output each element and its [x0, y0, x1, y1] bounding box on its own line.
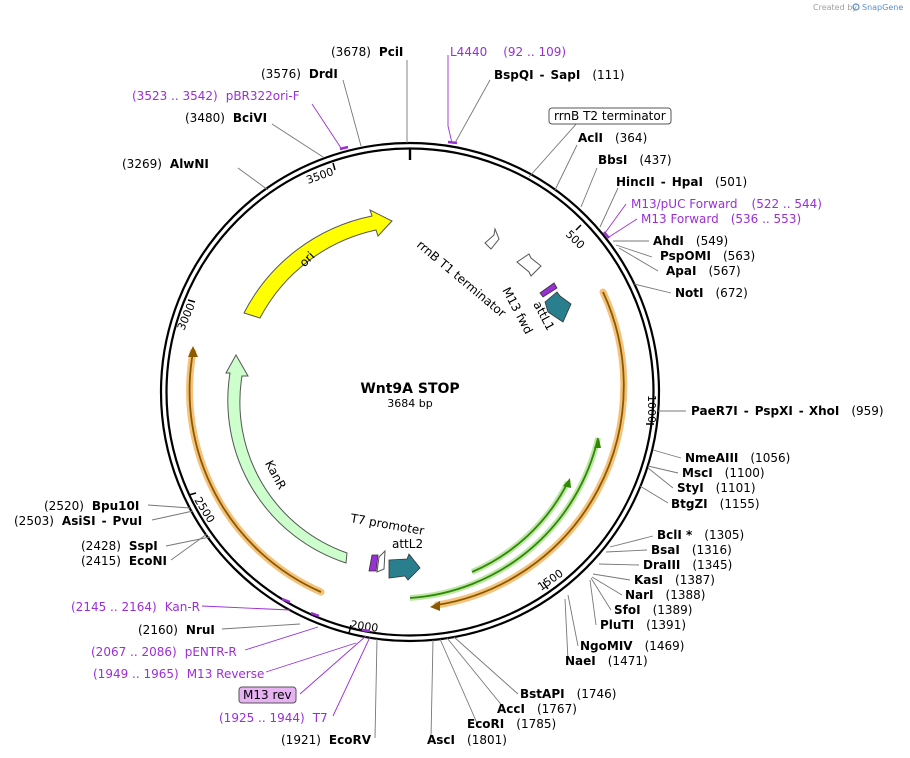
- kanr-label: KanR: [262, 458, 289, 492]
- site-msci: MscI(1100): [682, 466, 765, 480]
- site-acci: AccI(1767): [497, 702, 577, 716]
- leader-lines: [147, 55, 686, 739]
- tick-2000: 2000: [350, 618, 380, 635]
- attl1-feature: [544, 291, 572, 323]
- site-nrui: (2160)NruI: [138, 623, 215, 637]
- attl2-label: attL2: [392, 537, 423, 551]
- primer-labels: L4440(92 .. 109) (3523 .. 3542)pBR322ori…: [71, 45, 822, 725]
- site-labels: (3678)PciI BspQI-SapI(111) (3576)DrdI (3…: [14, 45, 884, 747]
- primer-t7: (1925 .. 1944)T7: [219, 711, 328, 725]
- plasmid-name: Wnt9A STOP: [360, 381, 459, 397]
- green-orf-inner-arrowhead: [563, 478, 571, 488]
- tick-500: 500: [563, 228, 587, 252]
- site-bbsi: BbsI(437): [598, 153, 672, 167]
- primer-pentr-r: (2067 .. 2086)pENTR-R: [91, 645, 237, 659]
- site-ecori: EcoRI(1785): [467, 717, 556, 731]
- plasmid-size: 3684 bp: [387, 397, 432, 410]
- site-sfoi: SfoI(1389): [614, 603, 692, 617]
- orf-arrowhead-left: [188, 346, 198, 357]
- credit-text: Created by: [813, 3, 857, 12]
- green-orf-outer: [409, 437, 599, 599]
- site-ecorv: (1921)EcoRV: [281, 733, 372, 747]
- m13-rev-box: M13 rev: [238, 686, 297, 704]
- rrnb-t2-terminator-arrow: [484, 227, 500, 250]
- site-drdi: (3576)DrdI: [261, 67, 338, 81]
- site-btgzi: BtgZI(1155): [671, 497, 760, 511]
- site-asci: AscI(1801): [427, 733, 507, 747]
- t7-promoter-label: T7 promoter: [348, 511, 425, 538]
- primer-l4440: L4440(92 .. 109): [450, 45, 566, 59]
- site-noti: NotI(672): [675, 286, 748, 300]
- site-bcli: BclI *(1305): [657, 528, 744, 542]
- tick-3500: 3500: [305, 165, 336, 187]
- m13-rev-feature: [368, 554, 379, 572]
- site-ngomiv: NgoMIV(1469): [580, 639, 684, 653]
- site-acli: AclI(364): [578, 131, 647, 145]
- t7-promoter-arrow: [376, 549, 386, 573]
- site-bsai: BsaI(1316): [651, 543, 732, 557]
- tick-3000: 3000: [175, 301, 198, 332]
- primer-kan-r: (2145 .. 2164)Kan-R: [71, 600, 200, 614]
- credit-brand: SnapGene: [862, 3, 903, 12]
- primer-m13-forward: M13 Forward(536 .. 553): [641, 212, 801, 226]
- site-bspqi-sapi: BspQI-SapI(111): [494, 68, 625, 82]
- site-pspomi: PspOMI(563): [660, 249, 755, 263]
- site-nmeaiii: NmeAIII(1056): [685, 451, 790, 465]
- snapgene-logo-icon: [852, 3, 860, 11]
- backbone: [159, 141, 661, 643]
- tick-1000: 1000: [645, 395, 658, 423]
- ori-feature: ori: [243, 209, 393, 319]
- orf-line-right: [436, 291, 625, 606]
- rrnb-t2-terminator-box: rrnB T2 terminator: [548, 107, 672, 125]
- rrnb-t2-terminator-label: rrnB T2 terminator: [554, 109, 666, 123]
- green-orf-outer-arrowhead: [594, 439, 601, 448]
- site-bstapi: BstAPI(1746): [520, 687, 616, 701]
- rrnb-t1-terminator-arrow: [516, 253, 542, 277]
- site-nari: NarI(1388): [625, 588, 705, 602]
- site-naei: NaeI(1471): [565, 654, 648, 668]
- site-kasi: KasI(1387): [634, 573, 715, 587]
- site-styi: StyI(1101): [677, 481, 756, 495]
- orf-line-left: [188, 351, 322, 593]
- site-sspi: (2428)SspI: [81, 539, 158, 553]
- site-asisi-pvui: (2503)AsiSI-PvuI: [14, 514, 142, 528]
- site-draiii: DraIII(1345): [643, 558, 732, 572]
- site-paer7i-pspxi-xhoi: PaeR7I-PspXI-XhoI(959): [691, 404, 884, 418]
- site-hincii-hpai: HincII-HpaI(501): [616, 175, 747, 189]
- site-econi: (2415)EcoNI: [81, 554, 167, 568]
- site-pluti: PluTI(1391): [600, 618, 686, 632]
- site-bcivi: (3480)BciVI: [185, 111, 267, 125]
- m13-rev-label: M13 rev: [243, 688, 292, 702]
- tick-2500: 2500: [191, 495, 217, 526]
- primer-m13-puc-forward: M13/pUC Forward(522 .. 544): [631, 197, 822, 211]
- site-ahdi: AhdI(549): [653, 234, 728, 248]
- primer-m13-reverse: (1949 .. 1965)M13 Reverse: [93, 667, 264, 681]
- site-bpu10i: (2520)Bpu10I: [44, 499, 139, 513]
- green-orf-outer-highlight: [409, 437, 601, 601]
- site-apai: ApaI(567): [666, 264, 741, 278]
- primer-marks: [281, 140, 610, 633]
- primer-pbr322ori-f: (3523 .. 3542)pBR322ori-F: [132, 89, 300, 103]
- site-pcii: (3678)PciI: [331, 45, 403, 59]
- green-orf-inner: [471, 481, 569, 573]
- site-alwni: (3269)AlwNI: [122, 157, 209, 171]
- m13-fwd-feature: [539, 282, 558, 298]
- attl2-feature: [388, 553, 421, 581]
- orf-arrowhead-right: [430, 601, 440, 611]
- rrnb-t1-terminator-label: rrnB T1 terminator: [414, 238, 509, 321]
